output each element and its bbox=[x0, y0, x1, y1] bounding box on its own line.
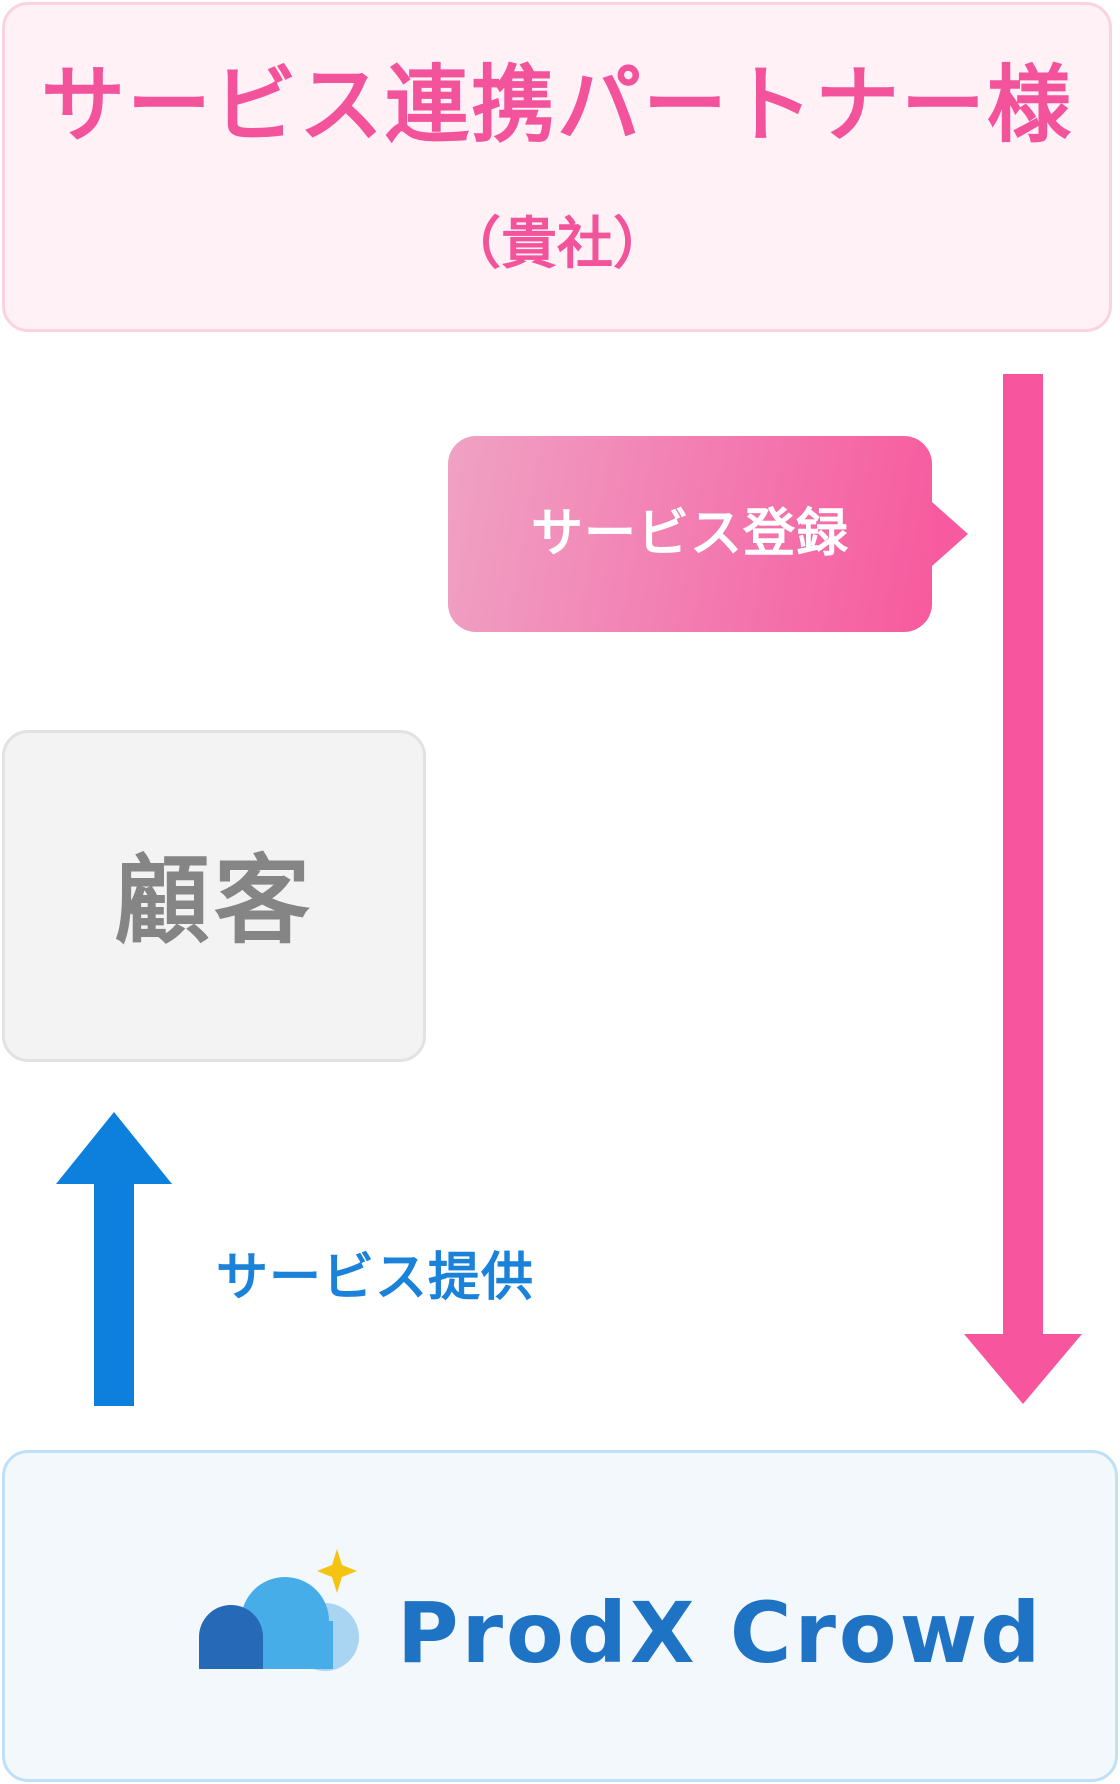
prodx-crowd-brand-name: ProdX Crowd bbox=[397, 1584, 1044, 1682]
prodx-crowd-box: ProdX Crowd bbox=[2, 1450, 1118, 1782]
registration-down-arrow bbox=[964, 374, 1082, 1404]
partner-title: サービス連携パートナー様 bbox=[40, 56, 1073, 154]
service-registration-label: サービス登録 bbox=[530, 504, 849, 564]
cloud-sparkle-logo-icon bbox=[199, 1549, 359, 1671]
service-provision-label: サービス提供 bbox=[216, 1248, 535, 1308]
customer-label: 顧客 bbox=[114, 845, 314, 957]
partner-box: サービス連携パートナー様 （貴社） bbox=[2, 2, 1112, 332]
partner-subtitle: （貴社） bbox=[445, 212, 669, 277]
customer-box: 顧客 bbox=[2, 730, 426, 1062]
service-provision-up-arrow bbox=[56, 1112, 172, 1406]
service-registration-callout: サービス登録 bbox=[448, 436, 968, 632]
